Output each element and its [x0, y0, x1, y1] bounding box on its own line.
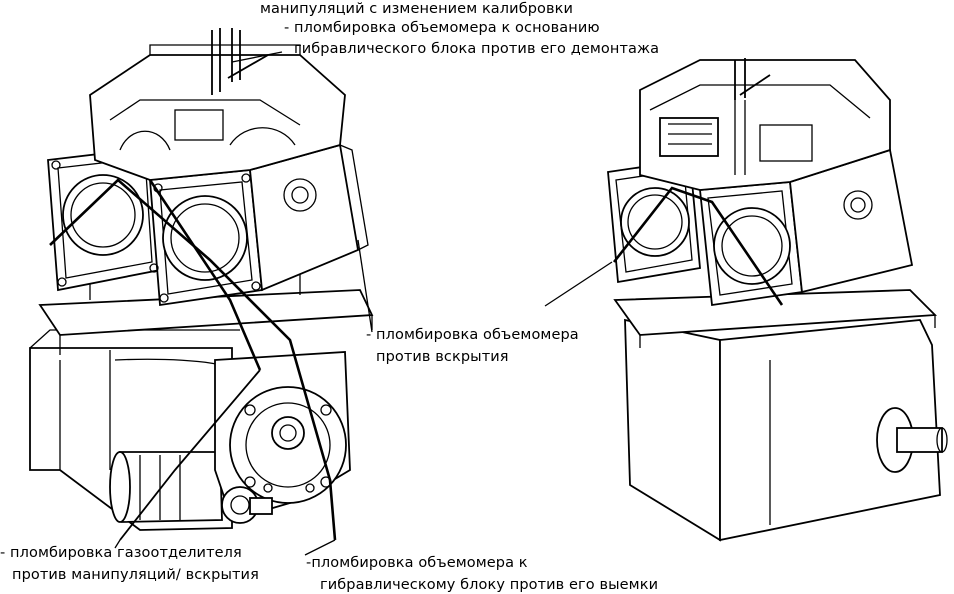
- leader-lines: [114, 51, 613, 556]
- label-top-line2: - пломбировка объемомера к основанию: [284, 20, 600, 36]
- label-mid-line1: - пломбировка объемомера: [366, 327, 579, 343]
- label-bottom-left-line2: против манипуляций/ вскрытия: [12, 567, 259, 583]
- label-bottom-left-line1: - пломбировка газоотделителя: [0, 545, 242, 561]
- label-top-line1: манипуляций с изменением калибровки: [260, 1, 574, 17]
- right-dispenser-unit: [607, 58, 948, 542]
- label-mid-line2: против вскрытия: [376, 349, 509, 365]
- label-top-line3: гибравлического блока против его демонта…: [294, 41, 660, 57]
- label-bottom-center-line1: -пломбировка объемомера к: [306, 555, 528, 571]
- left-dispenser-unit: [29, 28, 374, 541]
- label-bottom-center-line2: гибравлическому блоку против его выемки: [320, 577, 659, 593]
